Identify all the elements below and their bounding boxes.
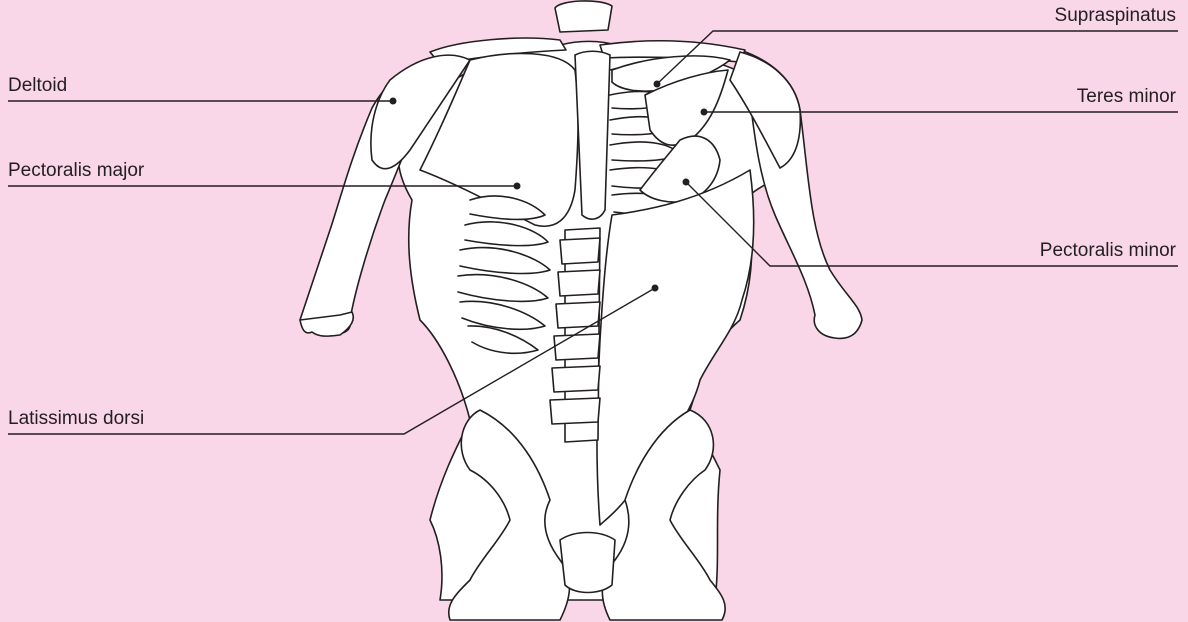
pectoralis-minor-pointer-dot [683, 179, 690, 186]
label-pectoralis-minor: Pectoralis minor [1040, 240, 1176, 262]
pectoralis-major-pointer-dot [514, 183, 521, 190]
vertebra [554, 334, 600, 360]
deltoid-pointer-dot [390, 98, 397, 105]
label-teres-minor: Teres minor [1077, 86, 1176, 108]
vertebra [550, 398, 600, 424]
neck [555, 1, 612, 32]
vertebra [558, 270, 600, 296]
label-deltoid: Deltoid [8, 75, 67, 97]
label-supraspinatus: Supraspinatus [1055, 5, 1176, 27]
sacrum [560, 533, 615, 593]
label-pectoralis-major: Pectoralis major [8, 160, 144, 182]
teres-minor-pointer-dot [701, 109, 708, 116]
vertebra [560, 238, 600, 264]
latissimus-dorsi-pointer-dot [652, 285, 659, 292]
supraspinatus-pointer-dot [654, 81, 661, 88]
vertebra [552, 366, 600, 392]
label-latissimus-dorsi: Latissimus dorsi [8, 408, 144, 430]
